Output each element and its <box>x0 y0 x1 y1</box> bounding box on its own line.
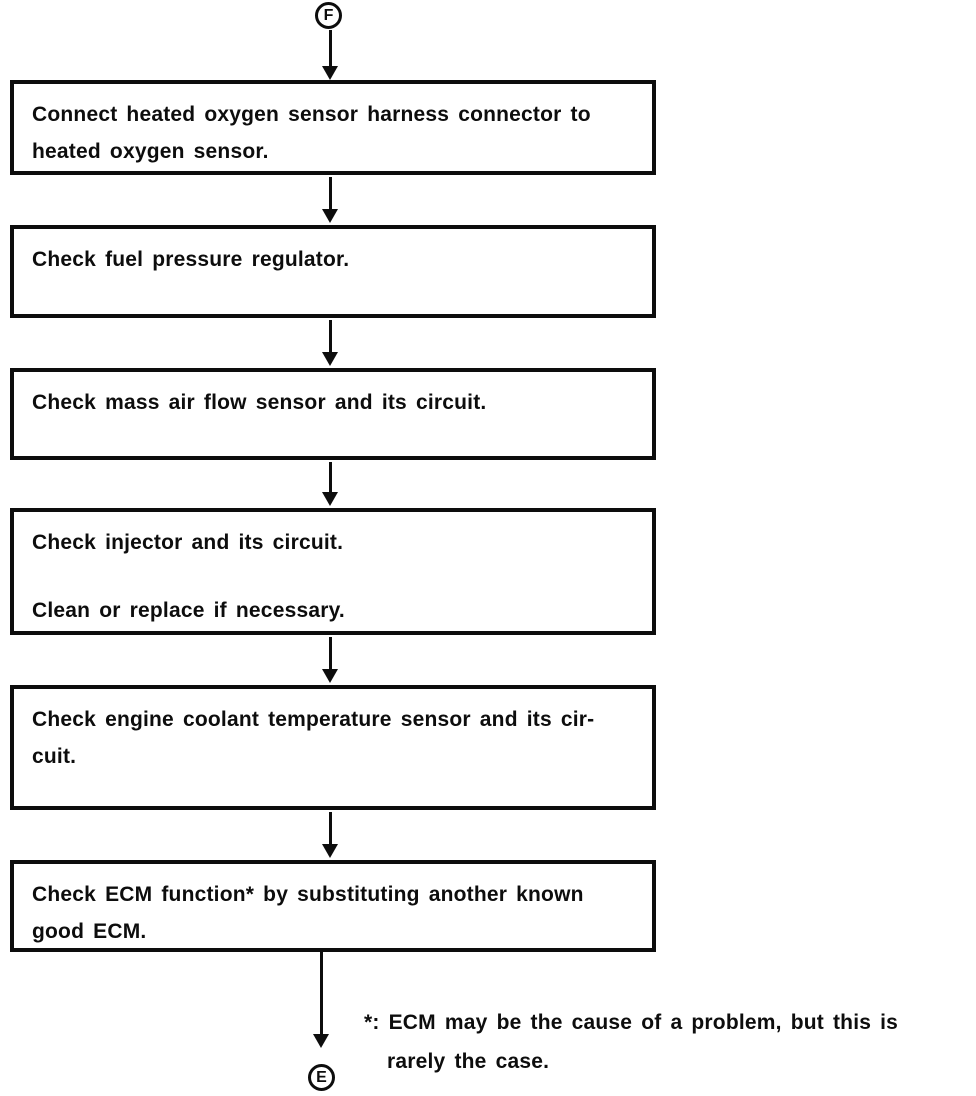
process-box-text: cuit. <box>32 745 77 768</box>
connector-e-label: E <box>316 1068 327 1086</box>
arrow-down-icon <box>322 66 338 80</box>
flow-arrow-line <box>329 320 332 354</box>
arrow-down-icon <box>322 209 338 223</box>
process-box-text: Check mass air flow sensor and its circu… <box>32 391 487 414</box>
footnote-line: *: ECM may be the cause of a problem, bu… <box>364 1011 899 1034</box>
process-box-text: Check injector and its circuit. <box>32 531 344 554</box>
flow-arrow-line <box>329 30 332 68</box>
flow-arrow-line <box>329 462 332 494</box>
process-box-mass-air-flow-sensor: Check mass air flow sensor and its circu… <box>10 368 656 460</box>
process-box-coolant-temp-sensor: Check engine coolant temperature sensor … <box>10 685 656 810</box>
connector-circle-f: F <box>315 2 342 29</box>
arrow-down-icon <box>322 844 338 858</box>
connector-circle-e: E <box>308 1064 335 1091</box>
process-box-text: Connect heated oxygen sensor harness con… <box>32 103 591 126</box>
arrow-down-icon <box>313 1034 329 1048</box>
arrow-down-icon <box>322 352 338 366</box>
process-box-text: Check ECM function* by substituting anot… <box>32 883 584 906</box>
flow-arrow-line <box>329 812 332 846</box>
arrow-down-icon <box>322 669 338 683</box>
process-box-text: heated oxygen sensor. <box>32 140 269 163</box>
flow-arrow-line <box>329 177 332 211</box>
footnote-line: rarely the case. <box>387 1050 550 1073</box>
process-box-text: Check fuel pressure regulator. <box>32 248 350 271</box>
process-box-text: Check engine coolant temperature sensor … <box>32 708 595 731</box>
process-box-text: Clean or replace if necessary. <box>32 599 345 622</box>
flow-arrow-line <box>320 952 323 1036</box>
process-box-text: good ECM. <box>32 920 147 943</box>
flow-arrow-line <box>329 637 332 671</box>
process-box-injector-circuit: Check injector and its circuit. Clean or… <box>10 508 656 635</box>
connector-f-label: F <box>323 6 334 24</box>
process-box-connect-o2-sensor: Connect heated oxygen sensor harness con… <box>10 80 656 175</box>
process-box-fuel-pressure-regulator: Check fuel pressure regulator. <box>10 225 656 318</box>
process-box-ecm-function: Check ECM function* by substituting anot… <box>10 860 656 952</box>
arrow-down-icon <box>322 492 338 506</box>
footnote: *: ECM may be the cause of a problem, bu… <box>364 1003 898 1081</box>
